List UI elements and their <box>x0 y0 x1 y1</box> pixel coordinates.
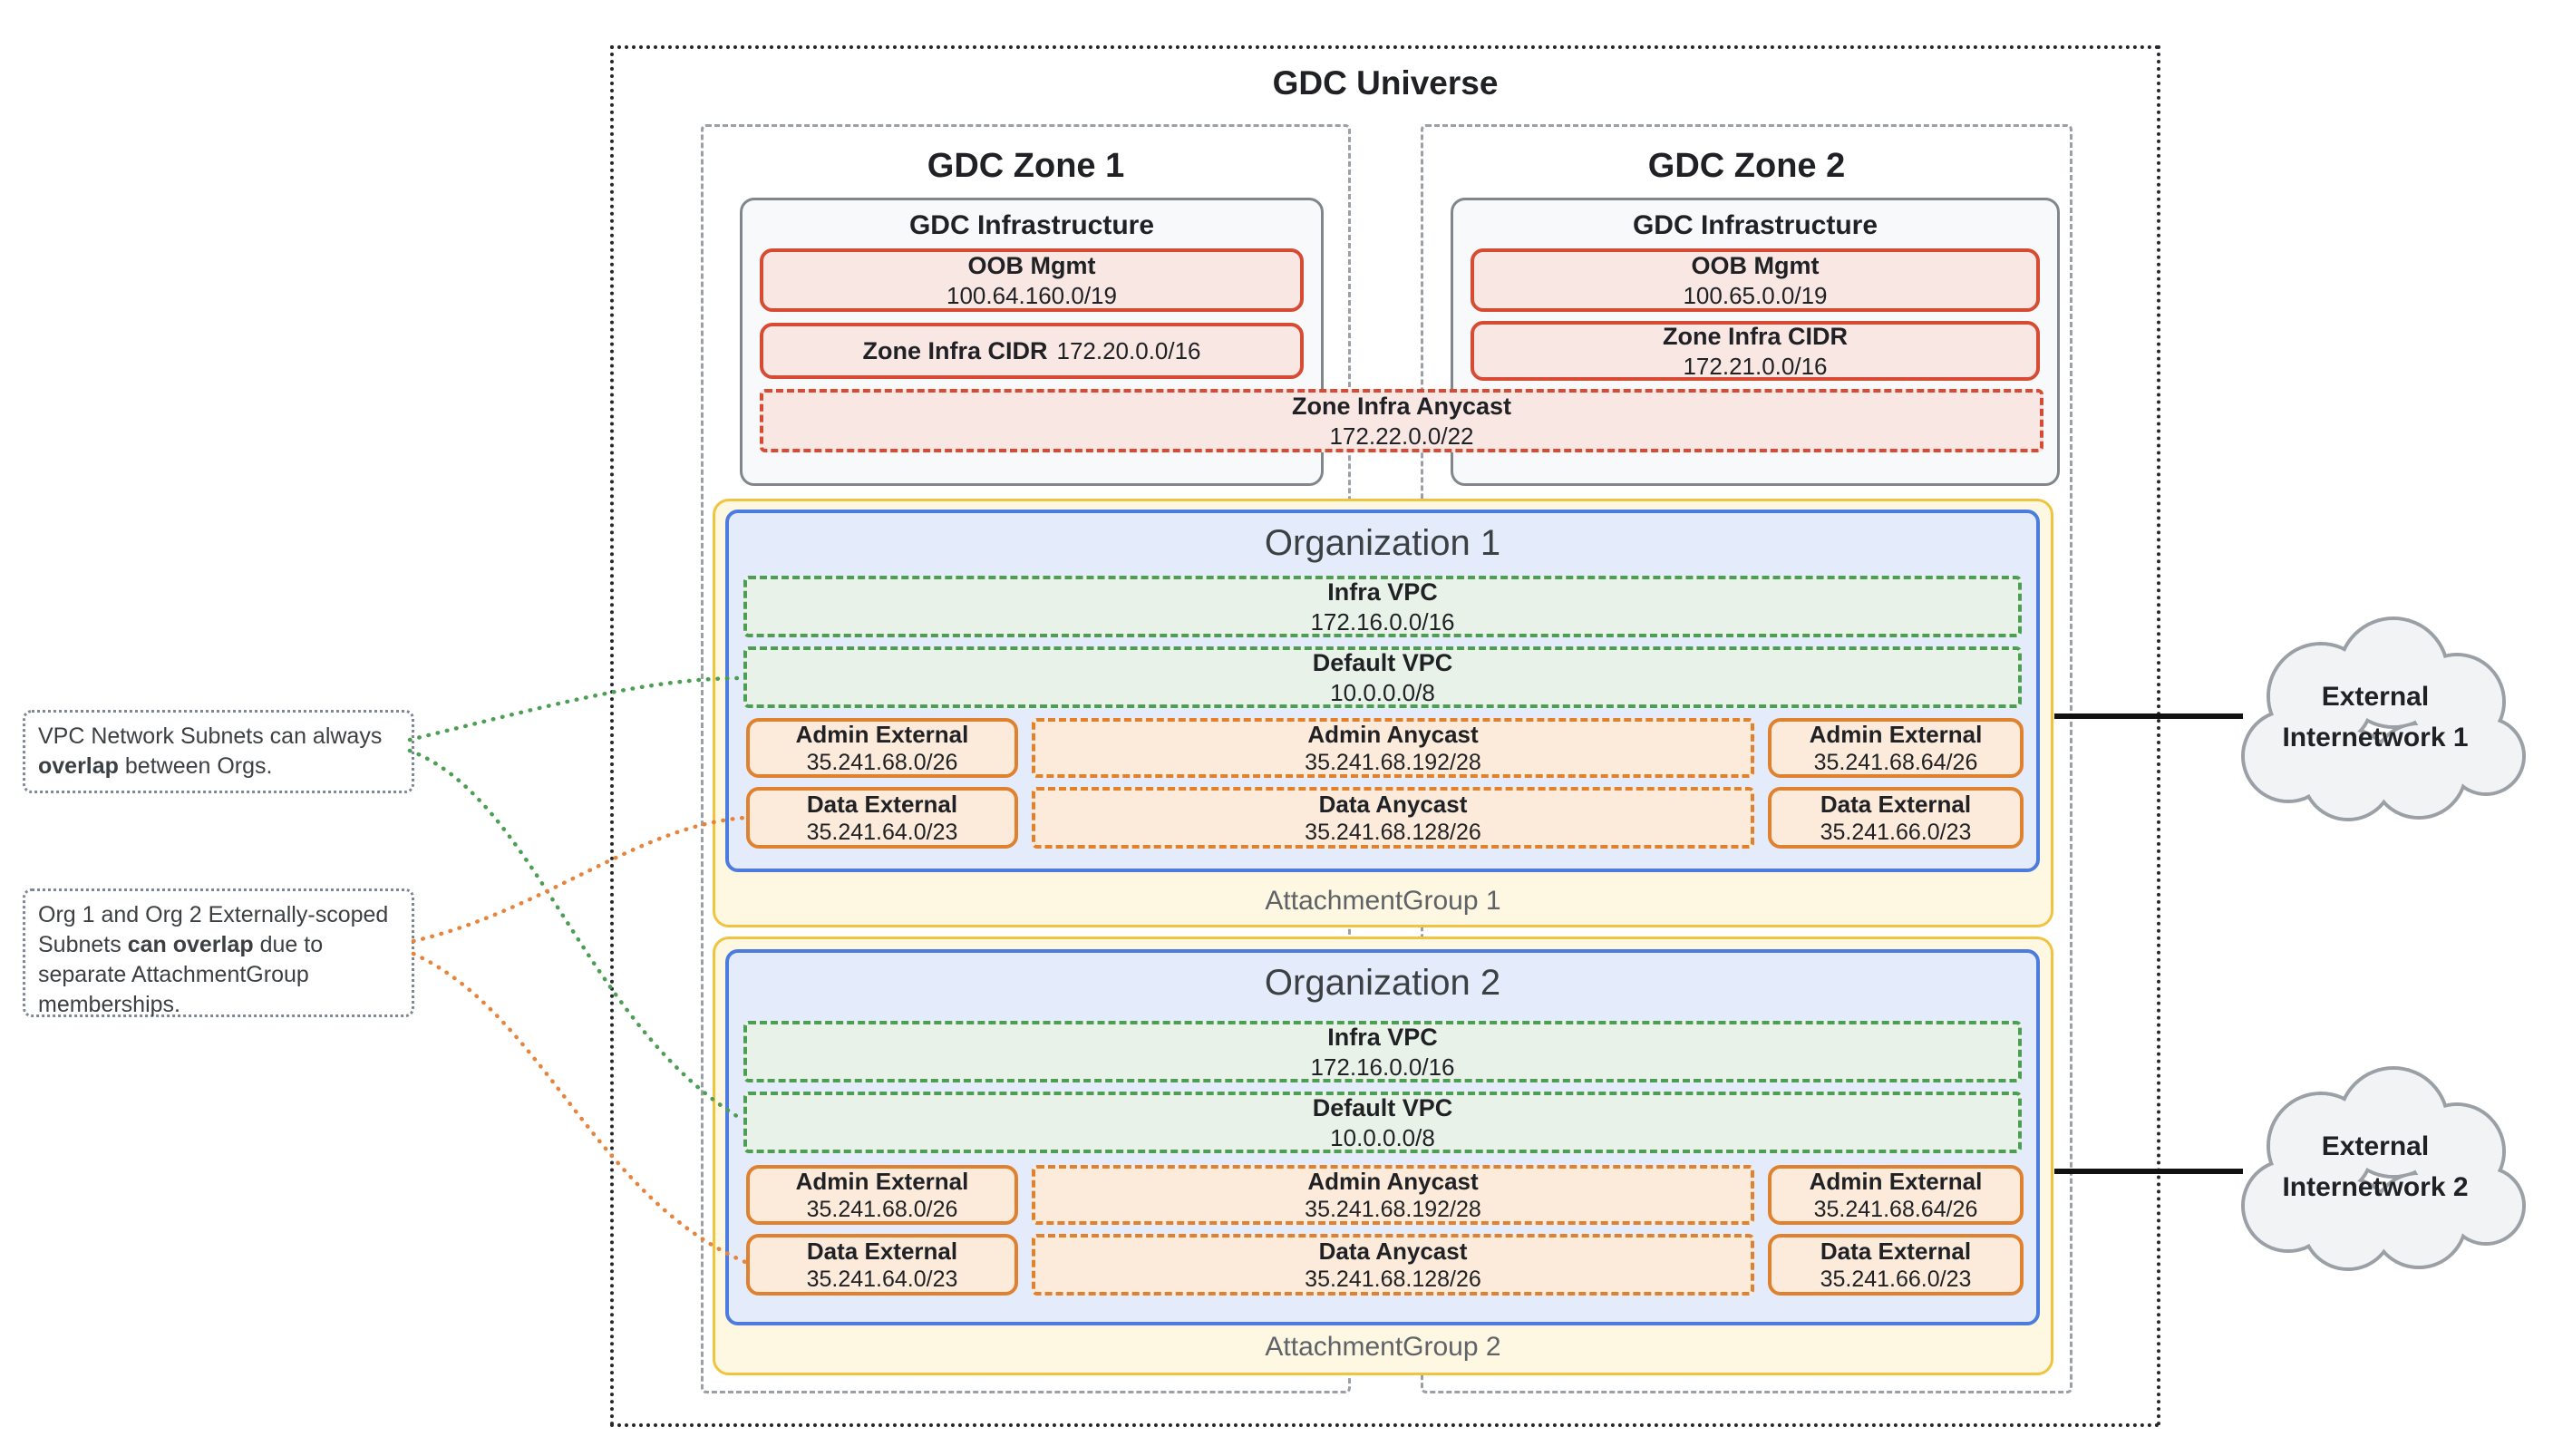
external-internetwork-1-cloud-icon <box>2241 616 2526 821</box>
attachment-group-2-label: AttachmentGroup 2 <box>1265 1332 1501 1362</box>
note-external-overlap: Org 1 and Org 2 Externally-scoped Subnet… <box>23 888 414 1017</box>
org1-data-anycast-label: Data Anycast <box>1318 790 1468 818</box>
org2-admin-anycast-cidr: 35.241.68.192/28 <box>1305 1196 1481 1222</box>
note-external-overlap-text-bold: can overlap <box>127 932 254 957</box>
org2-infra-vpc-label: Infra VPC <box>1327 1023 1438 1051</box>
org2-admin-external-left-box: Admin External 35.241.68.0/26 <box>746 1165 1018 1225</box>
org2-admin-external-left-label: Admin External <box>795 1167 969 1195</box>
external-internetwork-2-label: External Internetwork 2 <box>2223 1117 2528 1217</box>
organization-2-title: Organization 2 <box>1264 962 1501 1003</box>
org2-admin-anycast-label: Admin Anycast <box>1307 1167 1479 1195</box>
org1-data-external-left-box: Data External 35.241.64.0/23 <box>746 787 1018 849</box>
org1-admin-anycast-cidr: 35.241.68.192/28 <box>1305 749 1481 775</box>
org1-data-external-right-cidr: 35.241.66.0/23 <box>1820 819 1972 845</box>
gdc-zone-2-title: GDC Zone 2 <box>1647 146 1846 185</box>
org2-data-anycast-cidr: 35.241.68.128/26 <box>1305 1266 1481 1292</box>
org2-admin-external-right-box: Admin External 35.241.68.64/26 <box>1768 1165 2024 1225</box>
org2-data-anycast-box: Data Anycast 35.241.68.128/26 <box>1032 1234 1754 1296</box>
org1-infra-vpc-cidr: 172.16.0.0/16 <box>1310 607 1455 636</box>
org2-default-vpc-box: Default VPC 10.0.0.0/8 <box>743 1092 2022 1153</box>
zone1-oob-mgmt-box: OOB Mgmt 100.64.160.0/19 <box>760 248 1304 312</box>
zone2-infrastructure-title: GDC Infrastructure <box>1632 210 1878 240</box>
external-internetwork-2-line2: Internetwork 2 <box>2282 1172 2469 1202</box>
org1-infra-vpc-box: Infra VPC 172.16.0.0/16 <box>743 576 2022 637</box>
note-vpc-overlap-text-bold: overlap <box>38 753 119 779</box>
org2-data-external-right-box: Data External 35.241.66.0/23 <box>1768 1234 2024 1296</box>
org1-admin-external-left-label: Admin External <box>795 720 969 748</box>
zone2-infra-cidr-value: 172.21.0.0/16 <box>1683 352 1828 380</box>
org1-data-external-right-label: Data External <box>1820 790 1972 818</box>
attachment-group-1-label: AttachmentGroup 1 <box>1265 886 1501 916</box>
org2-data-external-left-box: Data External 35.241.64.0/23 <box>746 1234 1018 1296</box>
org2-infra-vpc-box: Infra VPC 172.16.0.0/16 <box>743 1021 2022 1082</box>
org2-data-external-right-label: Data External <box>1820 1237 1972 1265</box>
note-external-overlap-text-post: due to separate AttachmentGroup membersh… <box>38 932 324 1017</box>
org1-data-anycast-cidr: 35.241.68.128/26 <box>1305 819 1481 845</box>
org1-admin-external-right-box: Admin External 35.241.68.64/26 <box>1768 718 2024 778</box>
org1-admin-external-right-label: Admin External <box>1809 720 1983 748</box>
org1-admin-external-left-cidr: 35.241.68.0/26 <box>806 749 958 775</box>
zone1-infra-cidr-value: 172.20.0.0/16 <box>1056 337 1201 364</box>
org2-admin-anycast-box: Admin Anycast 35.241.68.192/28 <box>1032 1165 1754 1225</box>
org2-data-external-left-label: Data External <box>806 1237 958 1265</box>
note-vpc-overlap-text-post: between Orgs. <box>118 753 273 779</box>
external-internetwork-2-cloud-icon <box>2241 1066 2526 1271</box>
zone1-oob-mgmt-label: OOB Mgmt <box>967 251 1096 279</box>
org2-default-vpc-label: Default VPC <box>1312 1093 1453 1121</box>
org1-admin-anycast-label: Admin Anycast <box>1307 720 1479 748</box>
zone2-oob-mgmt-box: OOB Mgmt 100.65.0.0/19 <box>1471 248 2040 312</box>
external-internetwork-1-label: External Internetwork 1 <box>2223 667 2528 767</box>
note-vpc-overlap-text-pre: VPC Network Subnets can always <box>38 723 383 749</box>
org2-admin-external-right-label: Admin External <box>1809 1167 1983 1195</box>
org1-data-external-left-label: Data External <box>806 790 958 818</box>
zone-infra-anycast-cidr: 172.22.0.0/22 <box>1329 422 1474 450</box>
org1-default-vpc-box: Default VPC 10.0.0.0/8 <box>743 646 2022 708</box>
org1-infra-vpc-label: Infra VPC <box>1327 578 1438 606</box>
zone2-infra-cidr-box: Zone Infra CIDR 172.21.0.0/16 <box>1471 321 2040 381</box>
org2-admin-external-right-cidr: 35.241.68.64/26 <box>1813 1196 1978 1222</box>
org2-data-external-left-cidr: 35.241.64.0/23 <box>806 1266 958 1292</box>
org1-data-external-left-cidr: 35.241.64.0/23 <box>806 819 958 845</box>
zone1-infra-cidr-label: Zone Infra CIDR <box>862 336 1048 364</box>
org1-default-vpc-label: Default VPC <box>1312 648 1453 676</box>
org2-infra-vpc-cidr: 172.16.0.0/16 <box>1310 1053 1455 1081</box>
zone-infra-anycast-label: Zone Infra Anycast <box>1291 392 1512 420</box>
org1-data-anycast-box: Data Anycast 35.241.68.128/26 <box>1032 787 1754 849</box>
external-internetwork-2-line1: External <box>2321 1131 2430 1161</box>
zone-infra-anycast-box: Zone Infra Anycast 172.22.0.0/22 <box>760 389 2043 452</box>
org1-data-external-right-box: Data External 35.241.66.0/23 <box>1768 787 2024 849</box>
org2-data-anycast-label: Data Anycast <box>1318 1237 1468 1265</box>
organization-1-title: Organization 1 <box>1264 522 1501 563</box>
external-internetwork-1-line1: External <box>2321 682 2430 712</box>
org1-default-vpc-cidr: 10.0.0.0/8 <box>1330 678 1435 706</box>
zone1-infrastructure-title: GDC Infrastructure <box>908 210 1155 240</box>
org2-default-vpc-cidr: 10.0.0.0/8 <box>1330 1123 1435 1151</box>
org1-admin-anycast-box: Admin Anycast 35.241.68.192/28 <box>1032 718 1754 778</box>
zone1-oob-mgmt-cidr: 100.64.160.0/19 <box>946 281 1117 309</box>
gdc-zone-1-title: GDC Zone 1 <box>927 146 1125 185</box>
note-vpc-overlap: VPC Network Subnets can always overlap b… <box>23 710 414 793</box>
note-external-overlap-text-pre: Org 1 and Org 2 Externally-scoped Subnet… <box>38 902 389 957</box>
org1-admin-external-right-cidr: 35.241.68.64/26 <box>1813 749 1978 775</box>
org1-admin-external-left-box: Admin External 35.241.68.0/26 <box>746 718 1018 778</box>
external-internetwork-1-line2: Internetwork 1 <box>2282 723 2469 752</box>
org2-data-external-right-cidr: 35.241.66.0/23 <box>1820 1266 1972 1292</box>
gdc-universe-title: GDC Universe <box>1272 64 1499 102</box>
zone1-infra-cidr-box: Zone Infra CIDR 172.20.0.0/16 <box>760 323 1304 379</box>
zone2-infra-cidr-label: Zone Infra CIDR <box>1662 322 1848 350</box>
zone2-oob-mgmt-cidr: 100.65.0.0/19 <box>1683 281 1828 309</box>
zone2-oob-mgmt-label: OOB Mgmt <box>1691 251 1820 279</box>
org2-admin-external-left-cidr: 35.241.68.0/26 <box>806 1196 958 1222</box>
